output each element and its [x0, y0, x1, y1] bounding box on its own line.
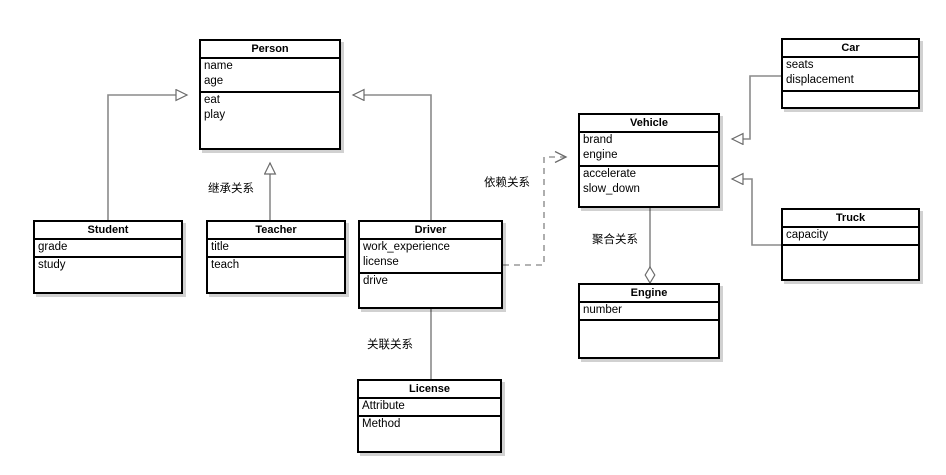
method-row: accelerate — [583, 168, 637, 180]
attribute-row: age — [204, 75, 224, 87]
class-methods-driver: drive — [360, 274, 501, 309]
class-name-truck: Truck — [783, 210, 918, 228]
class-methods-person: eat play — [201, 93, 339, 150]
attribute-row: engine — [583, 149, 618, 161]
attribute-row: displacement — [786, 74, 854, 86]
class-name-license: License — [359, 381, 500, 399]
class-box-teacher[interactable]: Teacher title teach — [206, 220, 346, 294]
class-methods-vehicle: accelerate slow_down — [580, 167, 718, 208]
attribute-row: name — [204, 60, 233, 72]
class-box-driver[interactable]: Driver work_experience license drive — [358, 220, 503, 309]
method-row: play — [204, 109, 226, 121]
class-box-engine[interactable]: Engine number — [578, 283, 720, 359]
attribute-row: title — [211, 241, 229, 253]
class-methods-student: study — [35, 258, 181, 294]
class-name-teacher: Teacher — [208, 222, 344, 240]
method-row: Method — [362, 418, 401, 430]
class-attributes-teacher: title — [208, 240, 344, 258]
class-name-driver: Driver — [360, 222, 501, 240]
edge-truck-vehicle — [732, 179, 781, 246]
attribute-row: capacity — [786, 229, 829, 241]
class-attributes-license: Attribute — [359, 399, 500, 417]
attribute-row: license — [363, 256, 399, 268]
class-attributes-person: name age — [201, 59, 339, 93]
class-name-engine: Engine — [580, 285, 718, 303]
class-methods-engine — [580, 321, 718, 359]
edge-label-inheritance: 继承关系 — [208, 183, 254, 195]
class-box-truck[interactable]: Truck capacity — [781, 208, 920, 281]
method-row: teach — [211, 259, 240, 271]
method-row: slow_down — [583, 183, 640, 195]
class-attributes-driver: work_experience license — [360, 240, 501, 274]
edge-car-vehicle — [732, 75, 781, 139]
edge-driver-person — [353, 95, 432, 220]
class-box-student[interactable]: Student grade study — [33, 220, 183, 294]
class-attributes-engine: number — [580, 303, 718, 321]
class-methods-truck — [783, 246, 918, 281]
edge-label-association: 关联关系 — [367, 339, 413, 351]
method-row: drive — [363, 275, 388, 287]
class-name-vehicle: Vehicle — [580, 115, 718, 133]
class-attributes-vehicle: brand engine — [580, 133, 718, 167]
class-methods-car — [783, 92, 918, 109]
class-box-person[interactable]: Person name age eat play — [199, 39, 341, 150]
attribute-row: brand — [583, 134, 613, 146]
edge-driver-vehicle — [503, 157, 566, 266]
class-name-person: Person — [201, 41, 339, 59]
class-attributes-truck: capacity — [783, 228, 918, 246]
edge-label-aggregation: 聚合关系 — [592, 234, 638, 246]
class-methods-license: Method — [359, 417, 500, 453]
class-attributes-car: seats displacement — [783, 58, 918, 92]
method-row: eat — [204, 94, 220, 106]
attribute-row: seats — [786, 59, 814, 71]
class-box-car[interactable]: Car seats displacement — [781, 38, 920, 109]
edge-label-dependency: 依赖关系 — [484, 177, 530, 189]
attribute-row: work_experience — [363, 241, 450, 253]
class-name-student: Student — [35, 222, 181, 240]
method-row: study — [38, 259, 66, 271]
attribute-row: grade — [38, 241, 68, 253]
class-box-license[interactable]: License Attribute Method — [357, 379, 502, 453]
attribute-row: number — [583, 304, 622, 316]
class-attributes-student: grade — [35, 240, 181, 258]
edge-student-person — [107, 95, 187, 220]
class-name-car: Car — [783, 40, 918, 58]
class-box-vehicle[interactable]: Vehicle brand engine accelerate slow_dow… — [578, 113, 720, 208]
attribute-row: Attribute — [362, 400, 405, 412]
class-methods-teacher: teach — [208, 258, 344, 294]
